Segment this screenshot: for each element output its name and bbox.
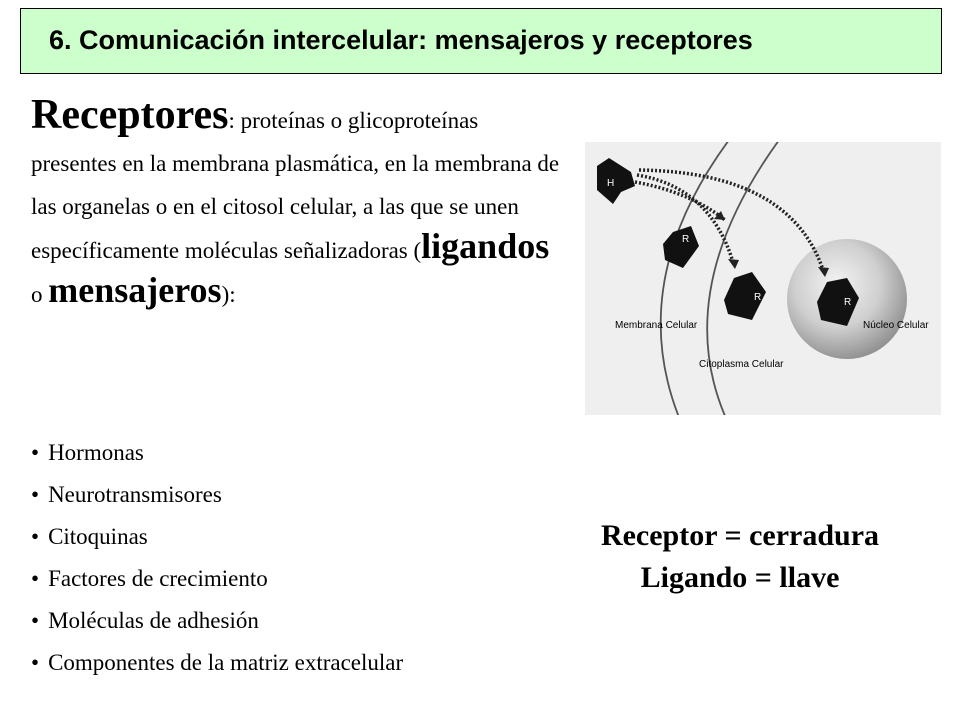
list-item: Citoquinas <box>31 516 403 558</box>
receptor-label: R <box>754 292 761 303</box>
term-receptores: Receptores <box>31 92 229 138</box>
definition-text: : proteínas o glicoproteínas presentes e… <box>31 108 560 263</box>
definition-close: ): <box>221 282 236 307</box>
connector-o: o <box>31 282 49 307</box>
dotted-arrow-line <box>634 180 727 222</box>
list-item: Componentes de la matriz extracelular <box>31 642 403 684</box>
receptor-label: R <box>844 297 851 308</box>
title-box: 6. Comunicación intercelular: mensajeros… <box>20 8 942 74</box>
cytoplasm-label: Citoplasma Celular <box>699 359 784 370</box>
receptor-label: R <box>682 234 689 245</box>
arrowhead-icon <box>728 259 739 269</box>
hormone-icon <box>597 158 635 204</box>
messenger-list: Hormonas Neurotransmisores Citoquinas Fa… <box>31 432 403 684</box>
receptor-definition: Receptores: proteínas o glicoproteínas p… <box>31 94 561 316</box>
analogy-box: Receptor = cerradura Ligando = llave <box>560 515 920 599</box>
dotted-arrow-line <box>636 173 735 263</box>
list-item: Neurotransmisores <box>31 474 403 516</box>
membrane-label: Membrana Celular <box>615 320 698 331</box>
membrane-outer-line <box>659 142 729 415</box>
term-ligandos: ligandos <box>421 226 550 266</box>
analogy-line-receptor: Receptor = cerradura <box>600 519 880 552</box>
hormone-label: H <box>607 178 614 189</box>
analogy-line-ligand: Ligando = llave <box>640 561 840 594</box>
nucleus-label: Núcleo Celular <box>863 320 929 331</box>
list-item: Factores de crecimiento <box>31 558 403 600</box>
dotted-arrow-line <box>638 168 825 271</box>
slide-title: 6. Comunicación intercelular: mensajeros… <box>49 25 753 55</box>
list-item: Moléculas de adhesión <box>31 600 403 642</box>
arrowhead-icon <box>818 267 829 277</box>
receptor-diagram: H R R R Membrana Celular Citoplasma Celu… <box>585 142 941 415</box>
receptor-icon <box>817 278 859 326</box>
membrane-inner-line <box>706 142 779 415</box>
receptor-icon <box>663 226 699 268</box>
term-mensajeros: mensajeros <box>48 270 222 310</box>
receptor-icon <box>724 272 766 320</box>
list-item: Hormonas <box>31 432 403 474</box>
arrowhead-icon <box>714 211 725 220</box>
